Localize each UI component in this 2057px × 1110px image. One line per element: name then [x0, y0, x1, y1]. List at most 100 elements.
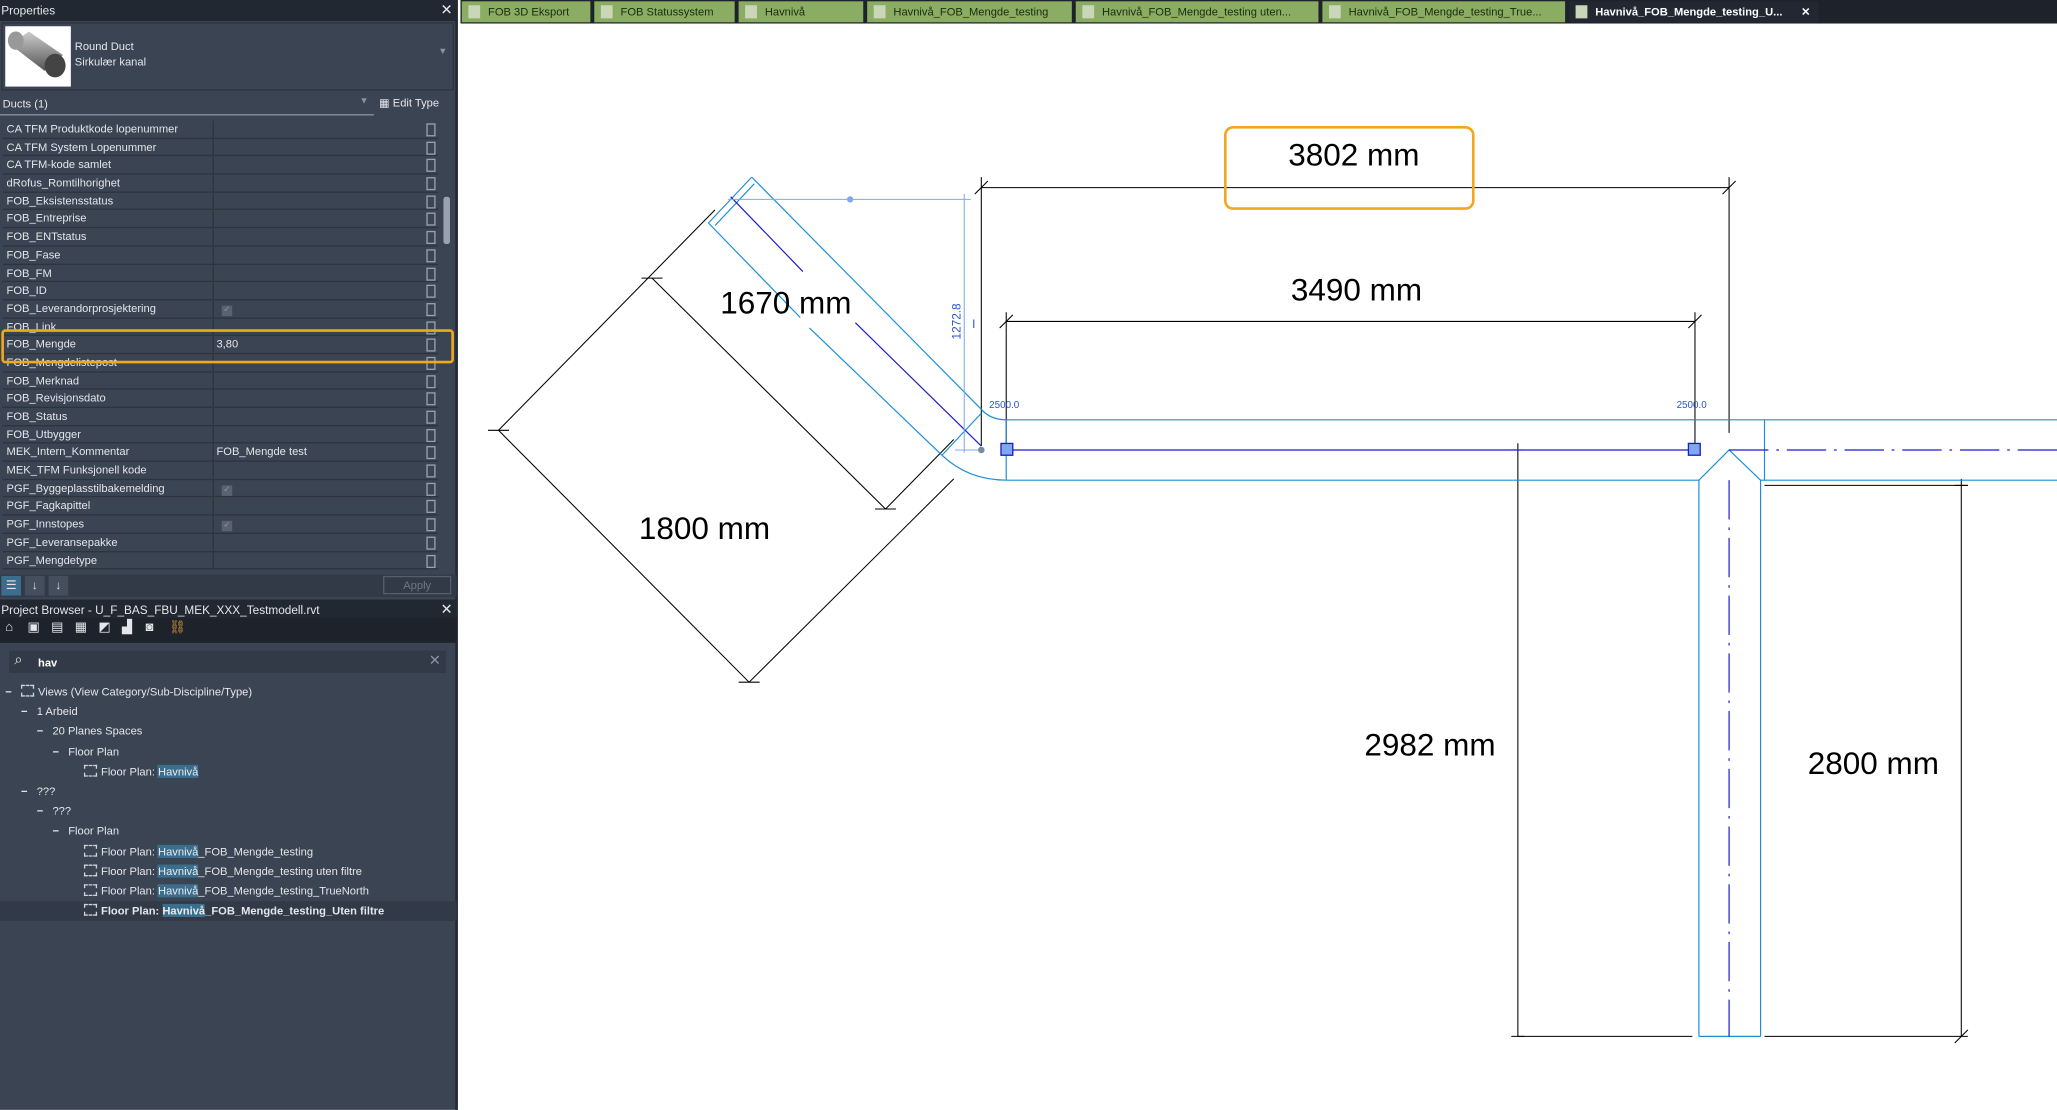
endpoint-grip[interactable] — [978, 446, 985, 454]
association-button[interactable] — [426, 446, 436, 460]
close-icon[interactable]: ✕ — [440, 2, 453, 19]
property-row[interactable]: FOB_Eksistensstatus — [2, 192, 439, 211]
collapse-icon[interactable]: − — [52, 744, 59, 758]
property-value[interactable] — [212, 156, 423, 174]
family-icon[interactable]: ◙ — [145, 620, 154, 635]
connector-grip[interactable] — [1000, 442, 1014, 456]
sort-descending-icon[interactable]: ↓ — [48, 575, 69, 596]
property-row[interactable]: CA TFM System Lopenummer — [2, 138, 439, 157]
3d-view-icon[interactable]: ▣ — [27, 620, 40, 635]
apply-button[interactable]: Apply — [383, 575, 452, 595]
association-button[interactable] — [426, 249, 436, 263]
property-value[interactable] — [212, 533, 423, 551]
tree-item[interactable]: −??? — [0, 782, 457, 802]
property-row[interactable]: FOB_FM — [2, 264, 439, 283]
checkbox[interactable]: ✓ — [221, 305, 233, 317]
property-value[interactable] — [212, 138, 423, 156]
property-value[interactable] — [212, 264, 423, 282]
property-row[interactable]: FOB_Fase — [2, 246, 439, 265]
association-button[interactable] — [426, 554, 436, 568]
association-button[interactable] — [426, 464, 436, 478]
association-button[interactable] — [426, 302, 436, 317]
dimension-2982[interactable]: 2982 mm — [1364, 728, 1495, 763]
collapse-icon[interactable]: − — [5, 684, 12, 698]
property-value[interactable]: ✓ — [212, 300, 423, 318]
view-tab[interactable]: Havnivå_FOB_Mengde_testing_U...✕ — [1569, 1, 1819, 23]
properties-scrollbar[interactable] — [441, 121, 454, 571]
property-value[interactable] — [212, 120, 423, 138]
tree-item[interactable]: Floor Plan: Havnivå — [0, 762, 457, 782]
dimension-1670[interactable]: 1670 mm — [720, 286, 851, 321]
property-value[interactable] — [212, 246, 423, 264]
property-row[interactable]: PGF_Byggeplasstilbakemelding✓ — [2, 479, 439, 498]
property-value[interactable] — [212, 390, 423, 408]
collapse-icon[interactable]: − — [36, 724, 44, 738]
property-value[interactable] — [212, 192, 423, 210]
property-row[interactable]: PGF_Fagkapittel — [2, 497, 439, 516]
collapse-icon[interactable]: − — [52, 824, 59, 838]
tree-item[interactable]: −1 Arbeid — [0, 702, 457, 722]
property-value[interactable] — [212, 461, 423, 479]
association-button[interactable] — [426, 500, 436, 514]
association-button[interactable] — [426, 392, 436, 406]
property-row[interactable]: FOB_Leverandorprosjektering✓ — [2, 300, 439, 319]
association-button[interactable] — [426, 482, 436, 496]
checkbox[interactable]: ✓ — [221, 520, 233, 532]
tree-item[interactable]: Floor Plan: Havnivå_FOB_Mengde_testing_T… — [0, 881, 457, 901]
schedule-icon[interactable]: ▤ — [51, 620, 64, 635]
tree-item[interactable]: −Floor Plan — [0, 742, 457, 762]
property-value[interactable]: FOB_Mengde test — [212, 443, 423, 461]
collapse-icon[interactable]: − — [36, 804, 44, 818]
close-icon[interactable]: ✕ — [440, 602, 453, 618]
property-row[interactable]: FOB_Entreprise — [2, 210, 439, 229]
legend-icon[interactable]: ▟ — [122, 620, 133, 635]
close-tab-icon[interactable]: ✕ — [1801, 5, 1811, 19]
tree-item[interactable]: −??? — [0, 802, 457, 822]
selection-filter[interactable]: Ducts (1) — [2, 97, 48, 111]
tree-item[interactable]: −Views (View Category/Sub-Discipline/Typ… — [0, 682, 457, 702]
categorize-icon[interactable]: ☰ — [1, 575, 21, 596]
property-row[interactable]: FOB_Revisjonsdato — [2, 390, 439, 409]
property-value[interactable] — [212, 551, 423, 569]
property-row[interactable]: CA TFM Produktkode lopenummer — [2, 120, 439, 139]
association-button[interactable] — [426, 266, 436, 281]
view-tab[interactable]: Havnivå_FOB_Mengde_testing — [867, 1, 1072, 23]
property-value[interactable] — [212, 372, 423, 390]
tree-item[interactable]: Floor Plan: Havnivå_FOB_Mengde_testing u… — [0, 862, 457, 882]
link-icon[interactable]: ⛓ — [169, 620, 186, 635]
association-button[interactable] — [426, 159, 436, 173]
property-row[interactable]: CA TFM-kode samlet — [2, 156, 439, 175]
association-button[interactable] — [426, 195, 436, 209]
association-button[interactable] — [426, 213, 436, 227]
property-row[interactable]: FOB_Utbygger — [2, 425, 439, 444]
table-icon[interactable]: ▦ — [74, 620, 88, 635]
association-button[interactable] — [426, 410, 436, 424]
association-button[interactable] — [426, 428, 436, 442]
association-button[interactable] — [426, 177, 436, 191]
association-button[interactable] — [426, 141, 436, 155]
association-button[interactable] — [426, 536, 436, 550]
tree-item[interactable]: Floor Plan: Havnivå_FOB_Mengde_testing_U… — [0, 901, 457, 922]
view-tab[interactable]: Havnivå_FOB_Mengde_testing_True... — [1322, 1, 1566, 23]
view-tab[interactable]: FOB Statussystem — [594, 1, 735, 23]
dimension-2800[interactable]: 2800 mm — [1808, 746, 1939, 781]
property-value[interactable] — [212, 174, 423, 192]
property-value[interactable] — [212, 282, 423, 300]
dimension-1800[interactable]: 1800 mm — [639, 511, 770, 546]
property-row[interactable]: FOB_Status — [2, 408, 439, 426]
checkbox[interactable]: ✓ — [221, 485, 233, 496]
association-button[interactable] — [426, 284, 436, 299]
sheet-icon[interactable]: ◩ — [98, 620, 111, 635]
view-tab[interactable]: FOB 3D Eksport — [461, 1, 591, 23]
connector-grip[interactable] — [1687, 442, 1701, 456]
property-row[interactable]: FOB_ID — [2, 282, 439, 301]
dimension-3490[interactable]: 3490 mm — [1291, 272, 1422, 307]
tree-item[interactable]: −Floor Plan — [0, 822, 457, 842]
home-icon[interactable]: ⌂ — [5, 620, 14, 635]
property-row[interactable]: PGF_Leveransepakke — [2, 533, 439, 552]
type-selector[interactable]: Round Duct Sirkulær kanal ▼ — [1, 22, 454, 91]
property-value[interactable] — [212, 210, 423, 228]
sort-ascending-icon[interactable]: ↓ — [24, 575, 45, 596]
